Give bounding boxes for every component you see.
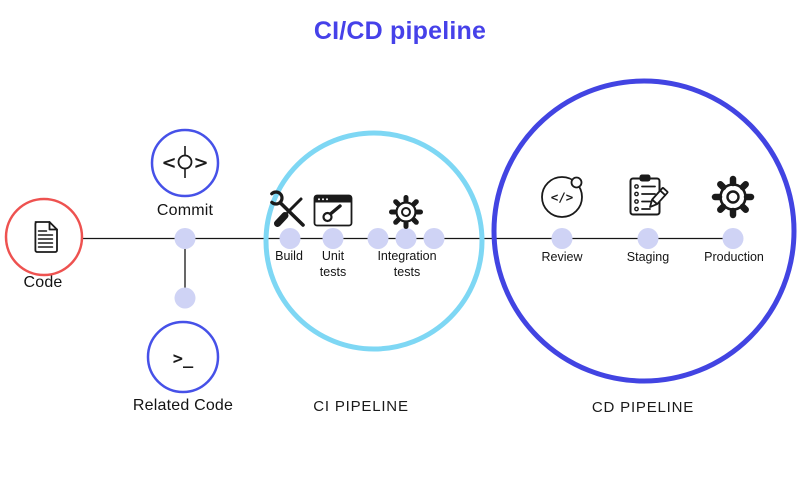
related-code-label: Related Code [132,397,234,414]
build-node-dot [279,228,301,249]
page-title: CI/CD pipeline [313,17,487,45]
production-node-dot [722,228,744,249]
browser-wrench-icon [313,194,353,227]
commit-circle [150,128,220,198]
code-circle [4,197,84,277]
code-label: Code [23,274,63,291]
git-commit-icon: < > [161,146,209,178]
staging-node-dot [637,228,659,249]
unit-tests-label: Unit tests [319,249,347,279]
pencil-icon [649,187,669,208]
terminal-prompt-glyph: >_ [173,349,194,369]
checklist-pencil-icon [629,174,669,216]
review-label: Review [541,250,583,264]
tools-icon [268,190,305,227]
pipeline-node-dots [174,228,744,309]
pipeline-node-dot [423,228,445,249]
document-icon [34,221,58,253]
ci-pipeline-label: CI PIPELINE [313,398,409,415]
code-glyph: </> [551,190,574,205]
commit-node-dot [174,228,196,249]
code-review-icon: </> [541,176,583,218]
integration-tests-label: Integration tests [377,249,437,279]
angle-bracket-left-glyph: < [161,153,176,174]
production-label: Production [704,250,764,264]
related-code-node-dot [174,287,196,309]
build-label: Build [275,249,303,263]
pipeline-node-dot [367,228,389,249]
staging-label: Staging [626,250,670,264]
commit-label: Commit [156,202,214,219]
unit-tests-node-dot [322,228,344,249]
related-code-circle [146,320,220,394]
cd-pipeline-circle [491,78,797,384]
terminal-icon: >_ [173,349,194,369]
ci-pipeline-circle [263,130,485,352]
integration-tests-node-dot [395,228,417,249]
review-node-dot [551,228,573,249]
cd-pipeline-label: CD PIPELINE [591,399,695,416]
gear-icon [711,175,755,219]
gear-icon [389,195,423,229]
angle-bracket-right-glyph: > [193,153,208,174]
